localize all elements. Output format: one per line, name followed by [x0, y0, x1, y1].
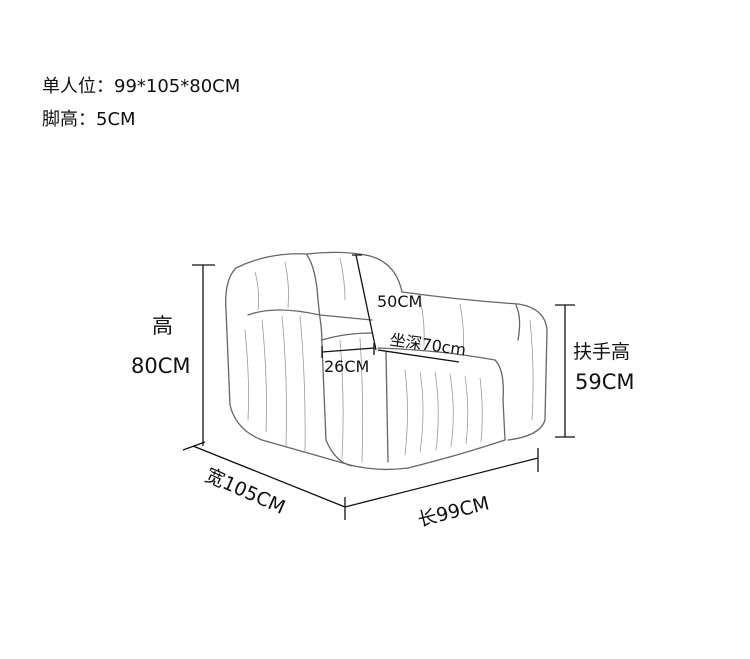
height-label: 高	[152, 314, 173, 338]
height-value: 80CM	[131, 354, 191, 378]
armrest-height-line	[555, 304, 575, 438]
seat-depth-line	[377, 349, 460, 363]
spec-single-seat: 单人位：99*105*80CM	[42, 76, 241, 97]
armrest-height-label: 扶手高	[573, 341, 631, 363]
armrest-height-value: 59CM	[575, 370, 635, 394]
back-height-label: 50CM	[377, 292, 423, 311]
sofa-sketch	[225, 251, 548, 471]
length-line	[344, 448, 539, 520]
back-height-line	[352, 254, 377, 351]
spec-leg-height: 脚高：5CM	[42, 109, 136, 130]
arm-width-line	[321, 343, 375, 358]
arm-width-label: 26CM	[324, 357, 370, 376]
dimension-lines	[182, 254, 575, 520]
height-line	[192, 264, 215, 446]
width-line	[182, 441, 346, 508]
